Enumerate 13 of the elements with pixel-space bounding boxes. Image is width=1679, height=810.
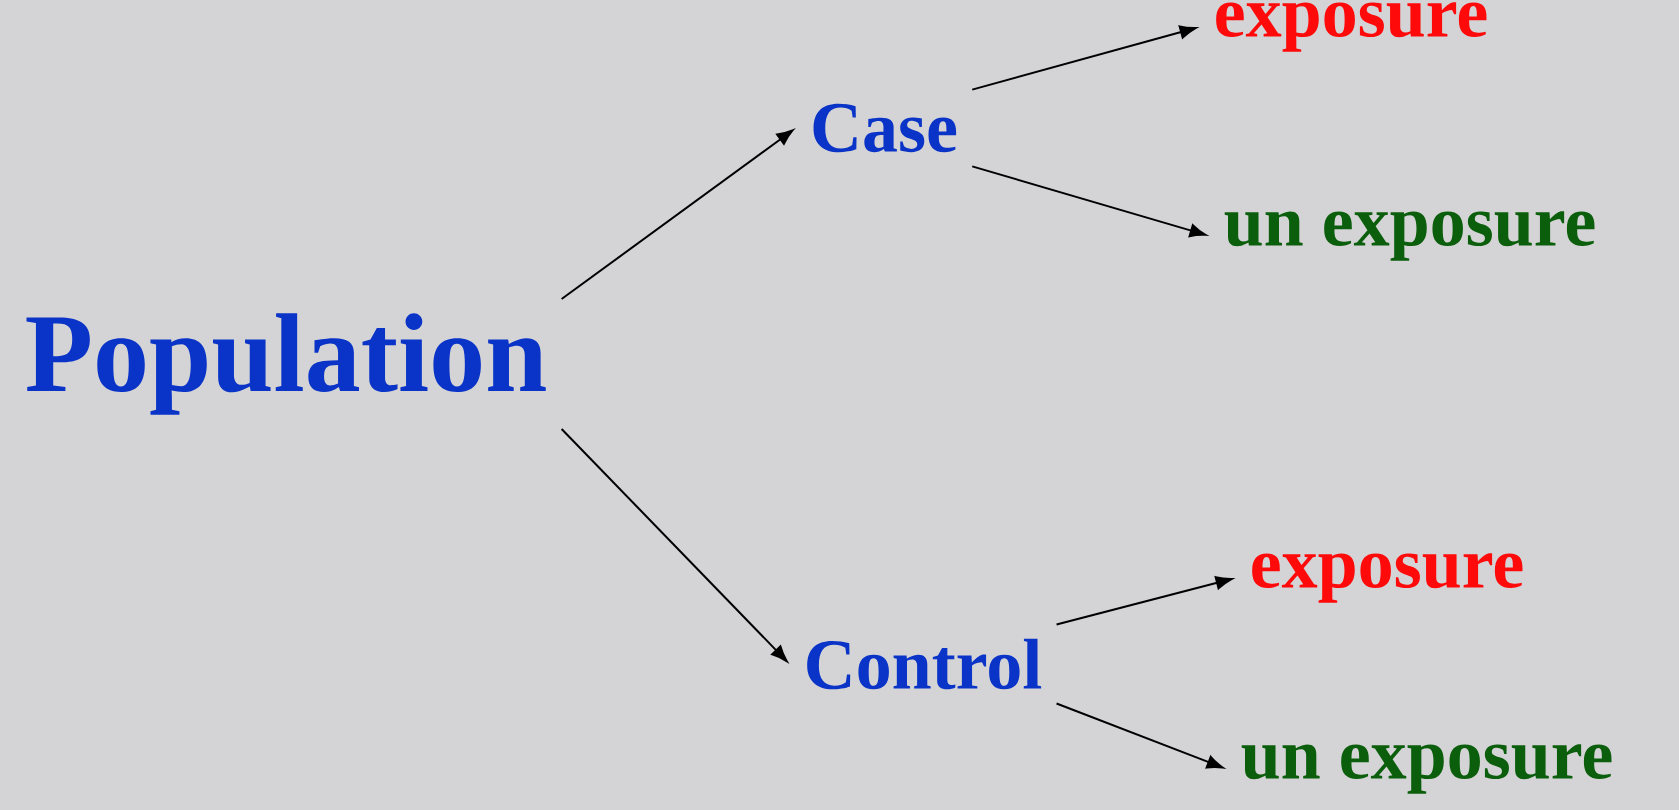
branch-label: Control	[807, 638, 1042, 690]
outcome-label: exposure	[1252, 553, 1523, 603]
arrow	[971, 165, 1207, 238]
root-label: Population	[26, 313, 546, 415]
arrow	[1055, 576, 1233, 626]
branch-label: Case	[813, 103, 957, 153]
arrow	[560, 129, 794, 300]
outcome-label: un exposure	[1241, 744, 1612, 794]
arrow	[1055, 702, 1224, 769]
arrow	[560, 427, 788, 663]
arrow	[971, 25, 1197, 91]
outcome-label: exposure	[1216, 2, 1487, 52]
outcome-label: un exposure	[1224, 211, 1595, 261]
